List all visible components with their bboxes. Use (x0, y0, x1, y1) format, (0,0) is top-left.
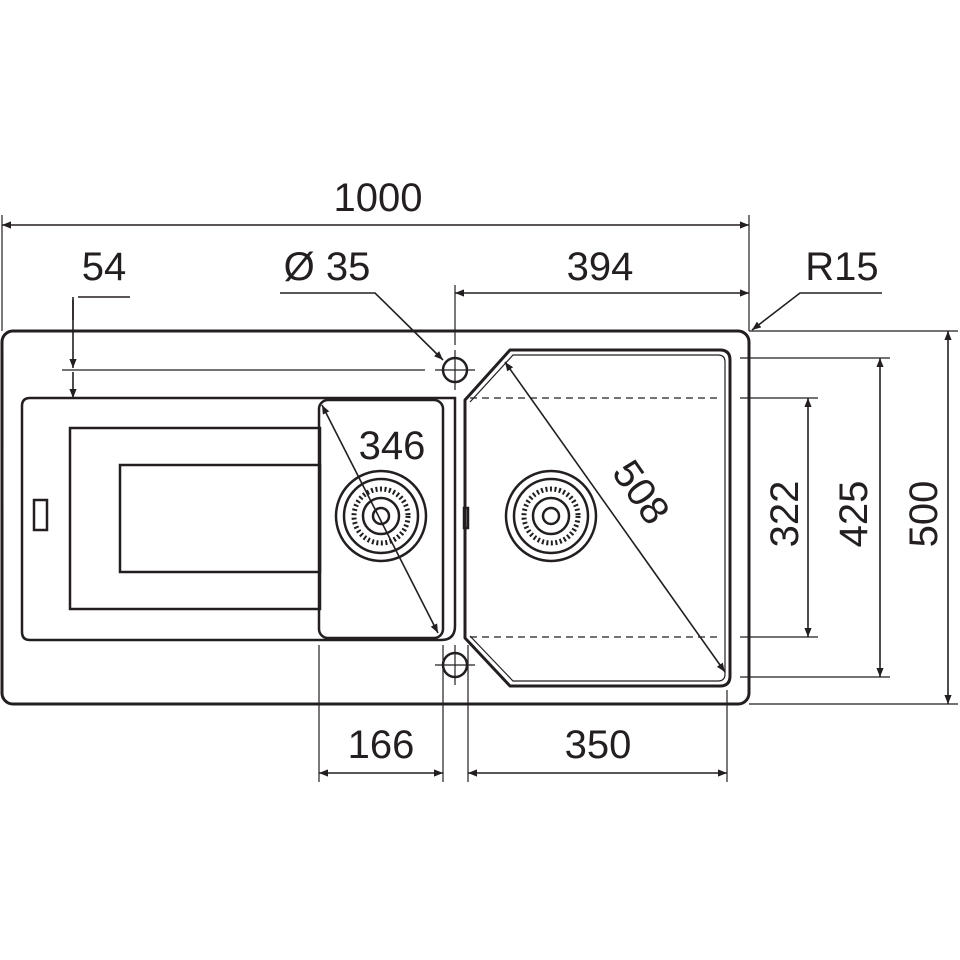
label-small-bowl-diagonal: 346 (359, 424, 426, 468)
large-bowl (463, 348, 732, 688)
overflow-slot-icon (32, 498, 49, 532)
dim-line-small-bowl-diagonal (321, 404, 439, 634)
label-inner-depth: 322 (763, 481, 807, 548)
drainer-inner-step (68, 426, 322, 611)
label-tap-hole-diameter: Ø 35 (284, 245, 371, 289)
large-bowl-inner-edge (469, 354, 726, 682)
label-large-bowl-diagonal: 508 (603, 453, 677, 533)
drainer-groove (118, 463, 322, 574)
label-corner-radius: R15 (805, 245, 878, 289)
tap-hole-top-icon (435, 350, 475, 390)
label-drainer-offset: 54 (82, 245, 127, 289)
extension-lines (1, 215, 958, 782)
label-overall-depth: 500 (902, 481, 946, 548)
dim-leader-tap-hole (280, 292, 444, 361)
label-outer-depth: 425 (832, 481, 876, 548)
dim-leader-radius (751, 292, 882, 331)
dimension-lines (2, 221, 952, 777)
dimension-labels: 1000 54 Ø 35 394 R15 346 508 322 425 500… (82, 176, 946, 767)
drainer-board (20, 396, 457, 642)
tap-hole-bottom-icon (435, 645, 475, 685)
label-large-bowl-outer-width: 394 (567, 245, 634, 289)
label-overall-width: 1000 (334, 176, 423, 220)
label-large-bowl-width: 350 (565, 723, 632, 767)
large-bowl-waste-icon (504, 469, 598, 563)
label-small-bowl-width: 166 (348, 723, 415, 767)
small-bowl (317, 398, 445, 640)
sink-outer-edge (0, 329, 751, 706)
small-bowl-waste-icon (334, 469, 428, 563)
dim-line-large-bowl-diagonal (504, 361, 726, 673)
bowl-clip-icon (462, 506, 470, 530)
